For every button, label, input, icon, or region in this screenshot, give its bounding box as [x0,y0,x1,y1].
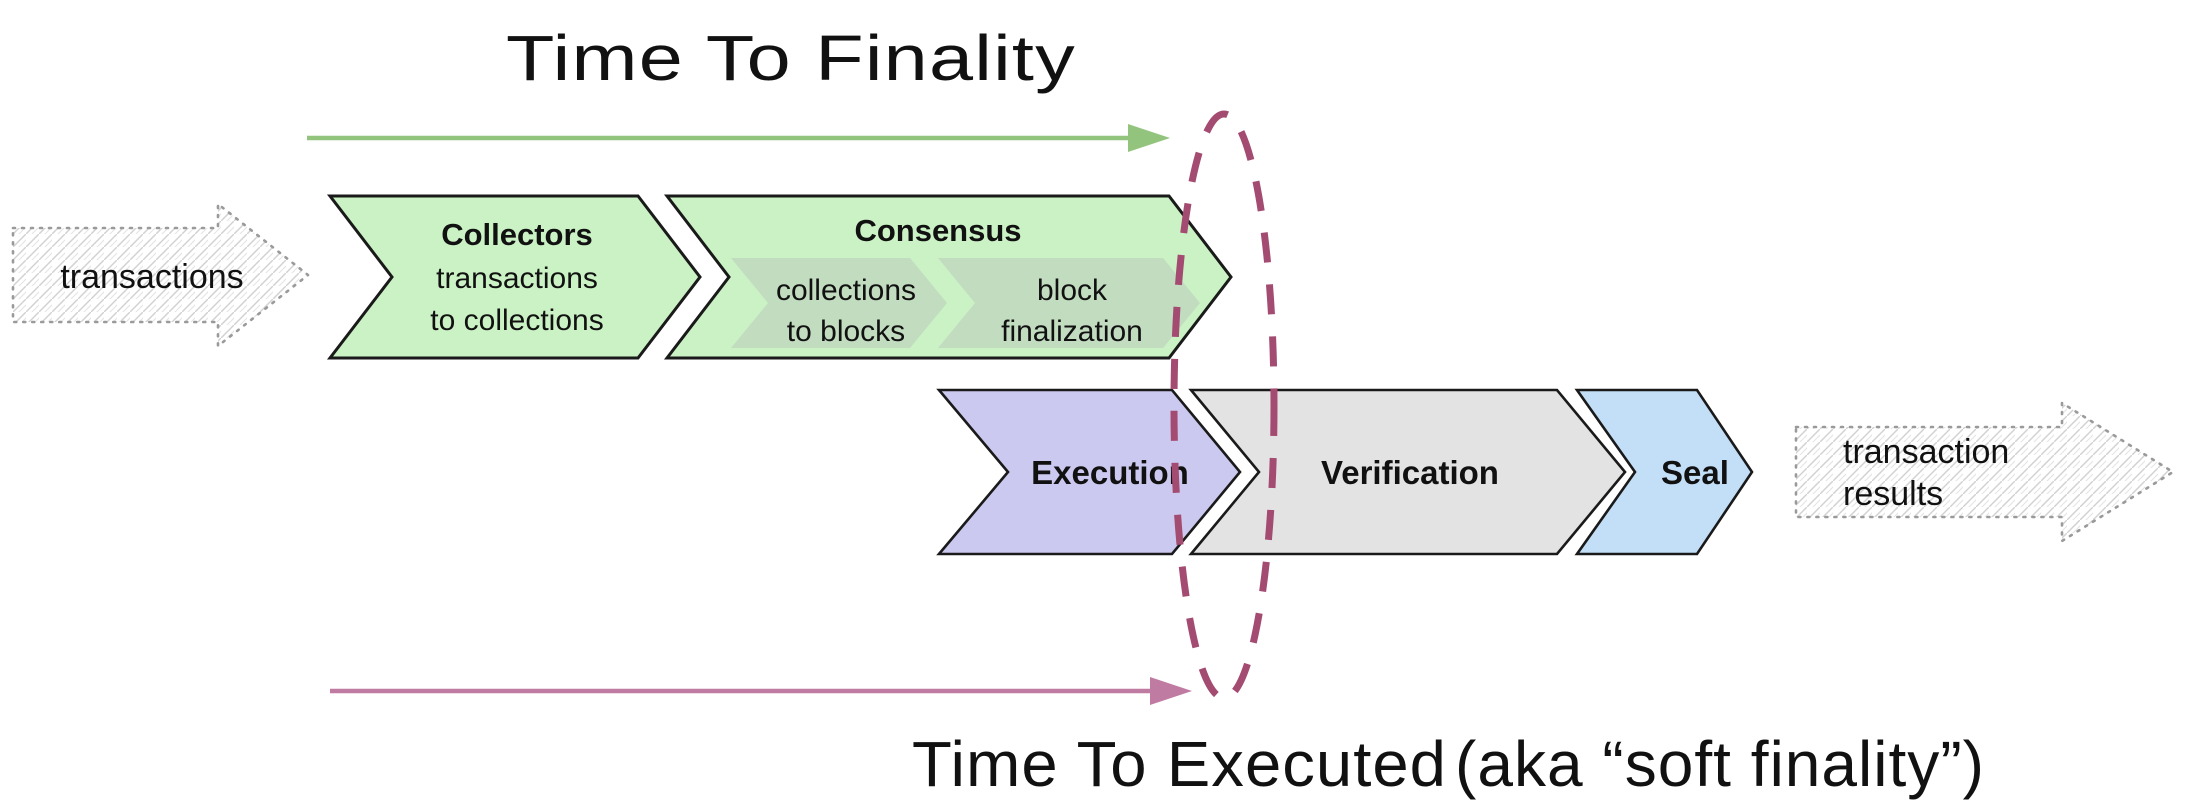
stage-execution-title: Execution [1031,454,1189,491]
stage-consensus-title: Consensus [854,213,1021,248]
time-to-executed-title: Time To Executed [912,728,1447,800]
stage-collectors: Collectors transactions to collections [326,194,702,360]
transactions-arrow-shape-icon [11,202,310,348]
substage-collections-to-blocks: collections to blocks [731,258,947,348]
stage-collectors-shape [326,194,702,360]
stage-execution: Execution [936,388,1242,556]
stage-collectors-line2: to collections [430,304,603,337]
stage-seal-title: Seal [1661,454,1729,491]
transaction-results-arrow-shape-icon [1794,401,2175,543]
time-to-finality-title: Time To Finality [506,22,1076,94]
stage-collectors-title: Collectors [441,217,593,252]
stage-verification-shape [1188,388,1627,556]
stage-execution-shape [936,388,1242,556]
stage-seal: Seal [1574,388,1754,556]
transactions-input-arrow: transactions [11,202,310,348]
substage-finalization-line2: finalization [1001,315,1143,348]
transaction-results-output-arrow: transaction results [1794,401,2175,543]
stage-collectors-line1: transactions [436,262,598,295]
substage-collections-line2: to blocks [787,315,905,348]
substage-collections-line1: collections [776,274,916,307]
substage-block-finalization: block finalization [938,258,1200,348]
soft-finality-boundary-ellipse [1170,110,1278,702]
time-to-finality-arrowhead-icon [1128,124,1170,152]
time-to-executed-arrowhead-icon [1150,677,1192,705]
stage-verification-title: Verification [1321,454,1499,491]
stage-consensus: Consensus collections to blocks block fi… [663,194,1233,360]
transactions-arrow-label: transactions [60,258,243,296]
soft-finality-note: (aka “soft finality”) [1455,728,1985,800]
substage-block-finalization-shape [938,258,1200,348]
stage-seal-shape [1574,388,1754,556]
transaction-results-label-line2: results [1843,475,1943,513]
time-to-executed-annotation: Time To Executed (aka “soft finality”) [330,677,1985,800]
stage-verification: Verification [1188,388,1627,556]
time-to-finality-annotation: Time To Finality [307,22,1170,152]
substage-collections-to-blocks-shape [731,258,947,348]
transaction-results-label-line1: transaction [1843,433,2009,471]
substage-finalization-line1: block [1037,274,1108,307]
